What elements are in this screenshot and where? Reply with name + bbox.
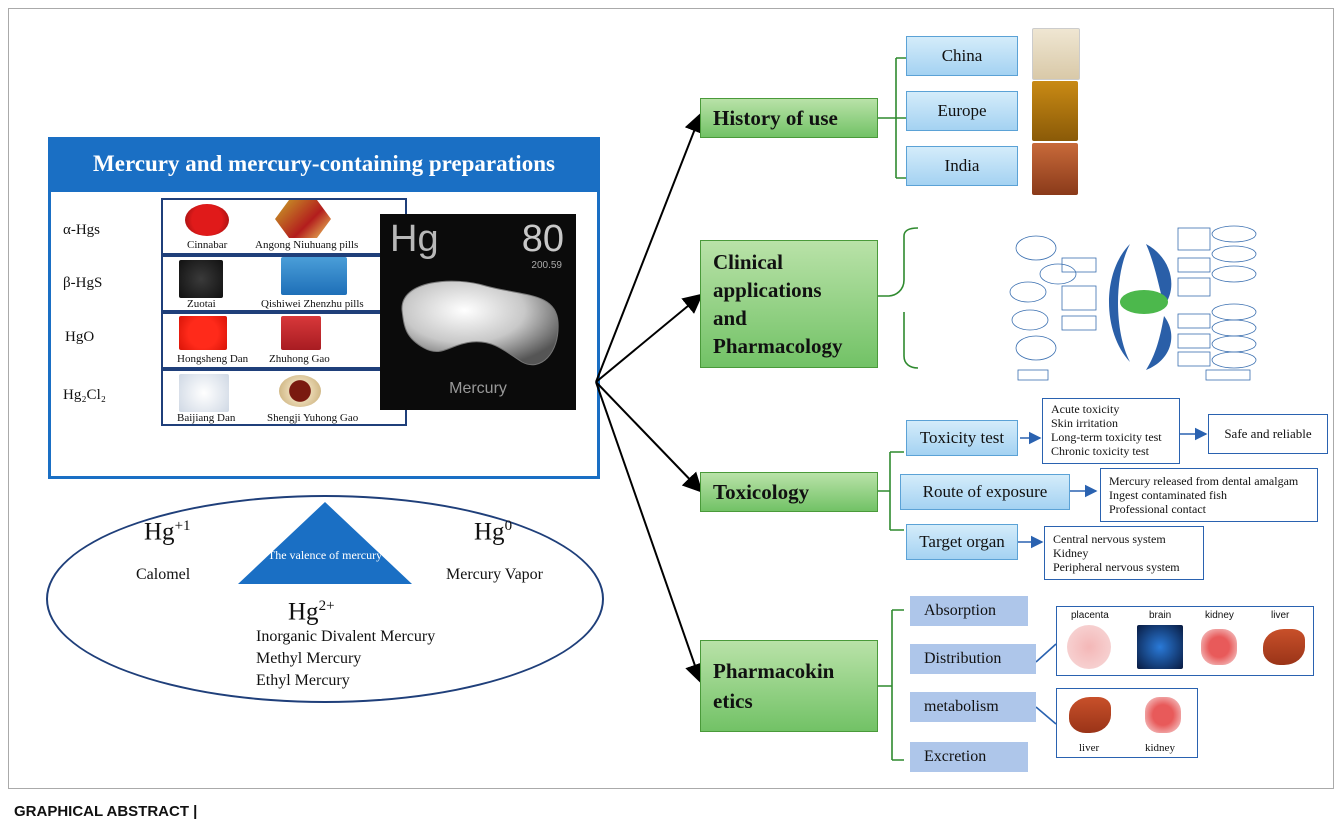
clinical-line-1: Clinical xyxy=(713,250,784,274)
zuotai-image xyxy=(179,260,223,298)
toxicology-box: Toxicology xyxy=(700,472,878,512)
hg-0-formula: Hg0 xyxy=(474,518,513,546)
metabolism-kidney-label: kidney xyxy=(1145,742,1175,754)
organ-label-kidney: kidney xyxy=(1205,610,1234,621)
cinnabar-label: Cinnabar xyxy=(187,239,228,251)
preparation-row-hgo: Hongsheng Dan Zhuhong Gao xyxy=(161,312,407,369)
calomel-label: Calomel xyxy=(136,566,191,583)
brain-icon xyxy=(1137,625,1183,669)
row-label-beta-hgs: β-HgS xyxy=(63,275,103,291)
test-long-term-toxicity: Long-term toxicity test xyxy=(1051,430,1162,444)
region-china: China xyxy=(906,36,1018,76)
target-organs-list: Central nervous system Kidney Peripheral… xyxy=(1044,526,1204,580)
qishiwei-zhenzhu-pills-label: Qishiwei Zhenzhu pills xyxy=(261,298,364,310)
clinical-line-4: Pharmacology xyxy=(713,334,843,358)
hongsheng-dan-label: Hongsheng Dan xyxy=(177,353,249,365)
organ-label-placenta: placenta xyxy=(1071,610,1109,621)
region-india: India xyxy=(906,146,1018,186)
china-history-image xyxy=(1032,28,1080,80)
preparations-title: Mercury and mercury-containing preparati… xyxy=(51,140,597,188)
pharmacokinetics-box: Pharmacokin etics xyxy=(700,640,878,732)
step-excretion: Excretion xyxy=(910,742,1028,772)
ethyl-mercury-label: Ethyl Mercury xyxy=(256,672,350,689)
hg-2plus-formula: Hg2+ xyxy=(288,598,335,626)
metabolism-liver-label: liver xyxy=(1079,742,1100,754)
step-metabolism: metabolism xyxy=(910,692,1036,722)
history-of-use-box: History of use xyxy=(700,98,878,138)
valence-ellipse xyxy=(46,495,604,703)
clinical-line-2: applications xyxy=(713,278,822,302)
baijiang-dan-label: Baijiang Dan xyxy=(177,412,236,424)
europe-history-image xyxy=(1032,81,1078,141)
mercury-element-tile: Hg 80 200.59 Mercury xyxy=(380,214,576,410)
route-dental-amalgam: Mercury released from dental amalgam xyxy=(1109,474,1299,488)
qishiwei-zhenzhu-pills-image xyxy=(281,257,347,295)
zhuhong-gao-image xyxy=(281,316,321,350)
placenta-icon xyxy=(1067,625,1111,669)
row-label-hg2cl2: Hg₂Cl₂ xyxy=(63,387,106,403)
row-label-hgo: HgO xyxy=(65,329,95,345)
step-absorption: Absorption xyxy=(910,596,1028,626)
organ-label-liver: liver xyxy=(1271,610,1290,621)
inorganic-divalent-mercury-label: Inorganic Divalent Mercury xyxy=(256,628,436,645)
valence-center-label: The valence of mercury xyxy=(267,548,383,562)
clinical-line-3: and xyxy=(713,306,747,330)
valence-triangle xyxy=(238,502,412,584)
toxicity-test-box: Toxicity test xyxy=(906,420,1018,456)
kidney-icon xyxy=(1201,629,1237,665)
zhuhong-gao-label: Zhuhong Gao xyxy=(269,353,330,365)
metabolism-kidney-icon xyxy=(1145,697,1181,733)
distribution-organs-panel: placenta brain kidney liver xyxy=(1056,606,1314,676)
test-chronic-toxicity: Chronic toxicity test xyxy=(1051,444,1149,458)
safe-and-reliable-box: Safe and reliable xyxy=(1208,414,1328,454)
mercury-vapor-label: Mercury Vapor xyxy=(446,566,544,583)
figure-frame xyxy=(8,8,1334,789)
shengji-yuhong-gao-image xyxy=(279,375,321,407)
cinnabar-image xyxy=(185,204,229,236)
hg-plus1-formula: Hg+1 xyxy=(144,518,191,546)
target-peripheral-nervous-system: Peripheral nervous system xyxy=(1053,560,1180,574)
baijiang-dan-image xyxy=(179,374,229,412)
shengji-yuhong-gao-label: Shengji Yuhong Gao xyxy=(267,412,359,424)
route-professional-contact: Professional contact xyxy=(1109,502,1206,516)
metabolism-organs-panel: liver kidney xyxy=(1056,688,1198,758)
exposure-routes-list: Mercury released from dental amalgam Ing… xyxy=(1100,468,1318,522)
target-kidney: Kidney xyxy=(1053,546,1089,560)
clinical-applications-box: Clinical applications and Pharmacology xyxy=(700,240,878,368)
hongsheng-dan-image xyxy=(179,316,227,350)
element-name: Mercury xyxy=(449,380,507,397)
india-history-image xyxy=(1032,143,1078,195)
pharmacokinetics-line-1: Pharmacokin xyxy=(713,659,835,683)
target-central-nervous-system: Central nervous system xyxy=(1053,532,1166,546)
route-of-exposure-box: Route of exposure xyxy=(900,474,1070,510)
angong-niuhuang-pills-image xyxy=(275,200,331,238)
organ-label-brain: brain xyxy=(1149,610,1172,621)
zuotai-label: Zuotai xyxy=(187,298,216,310)
metabolism-liver-icon xyxy=(1069,697,1111,733)
preparation-row-beta-hgs: Zuotai Qishiwei Zhenzhu pills xyxy=(161,255,407,312)
preparation-row-alpha-hgs: Cinnabar Angong Niuhuang pills xyxy=(161,198,407,255)
element-symbol: Hg xyxy=(390,218,439,260)
element-atomic-number: 80 xyxy=(521,218,564,260)
target-organ-box: Target organ xyxy=(906,524,1018,560)
clinical-mindmap-diagram xyxy=(1009,225,1257,381)
step-distribution: Distribution xyxy=(910,644,1036,674)
mercury-droplet-icon xyxy=(401,280,559,366)
route-contaminated-fish: Ingest contaminated fish xyxy=(1109,488,1227,502)
pharmacokinetics-line-2: etics xyxy=(713,689,753,713)
preparation-row-hg2cl2: Baijiang Dan Shengji Yuhong Gao xyxy=(161,369,407,426)
region-europe: Europe xyxy=(906,91,1018,131)
test-skin-irritation: Skin irritation xyxy=(1051,416,1118,430)
element-atomic-mass: 200.59 xyxy=(531,260,562,271)
graphical-abstract-caption: GRAPHICAL ABSTRACT | xyxy=(14,803,198,820)
test-acute-toxicity: Acute toxicity xyxy=(1051,402,1120,416)
toxicity-tests-list: Acute toxicity Skin irritation Long-term… xyxy=(1042,398,1180,464)
row-label-alpha-hgs: α-Hgs xyxy=(63,222,101,238)
methyl-mercury-label: Methyl Mercury xyxy=(256,650,362,667)
angong-niuhuang-pills-label: Angong Niuhuang pills xyxy=(255,239,359,251)
liver-icon xyxy=(1263,629,1305,665)
